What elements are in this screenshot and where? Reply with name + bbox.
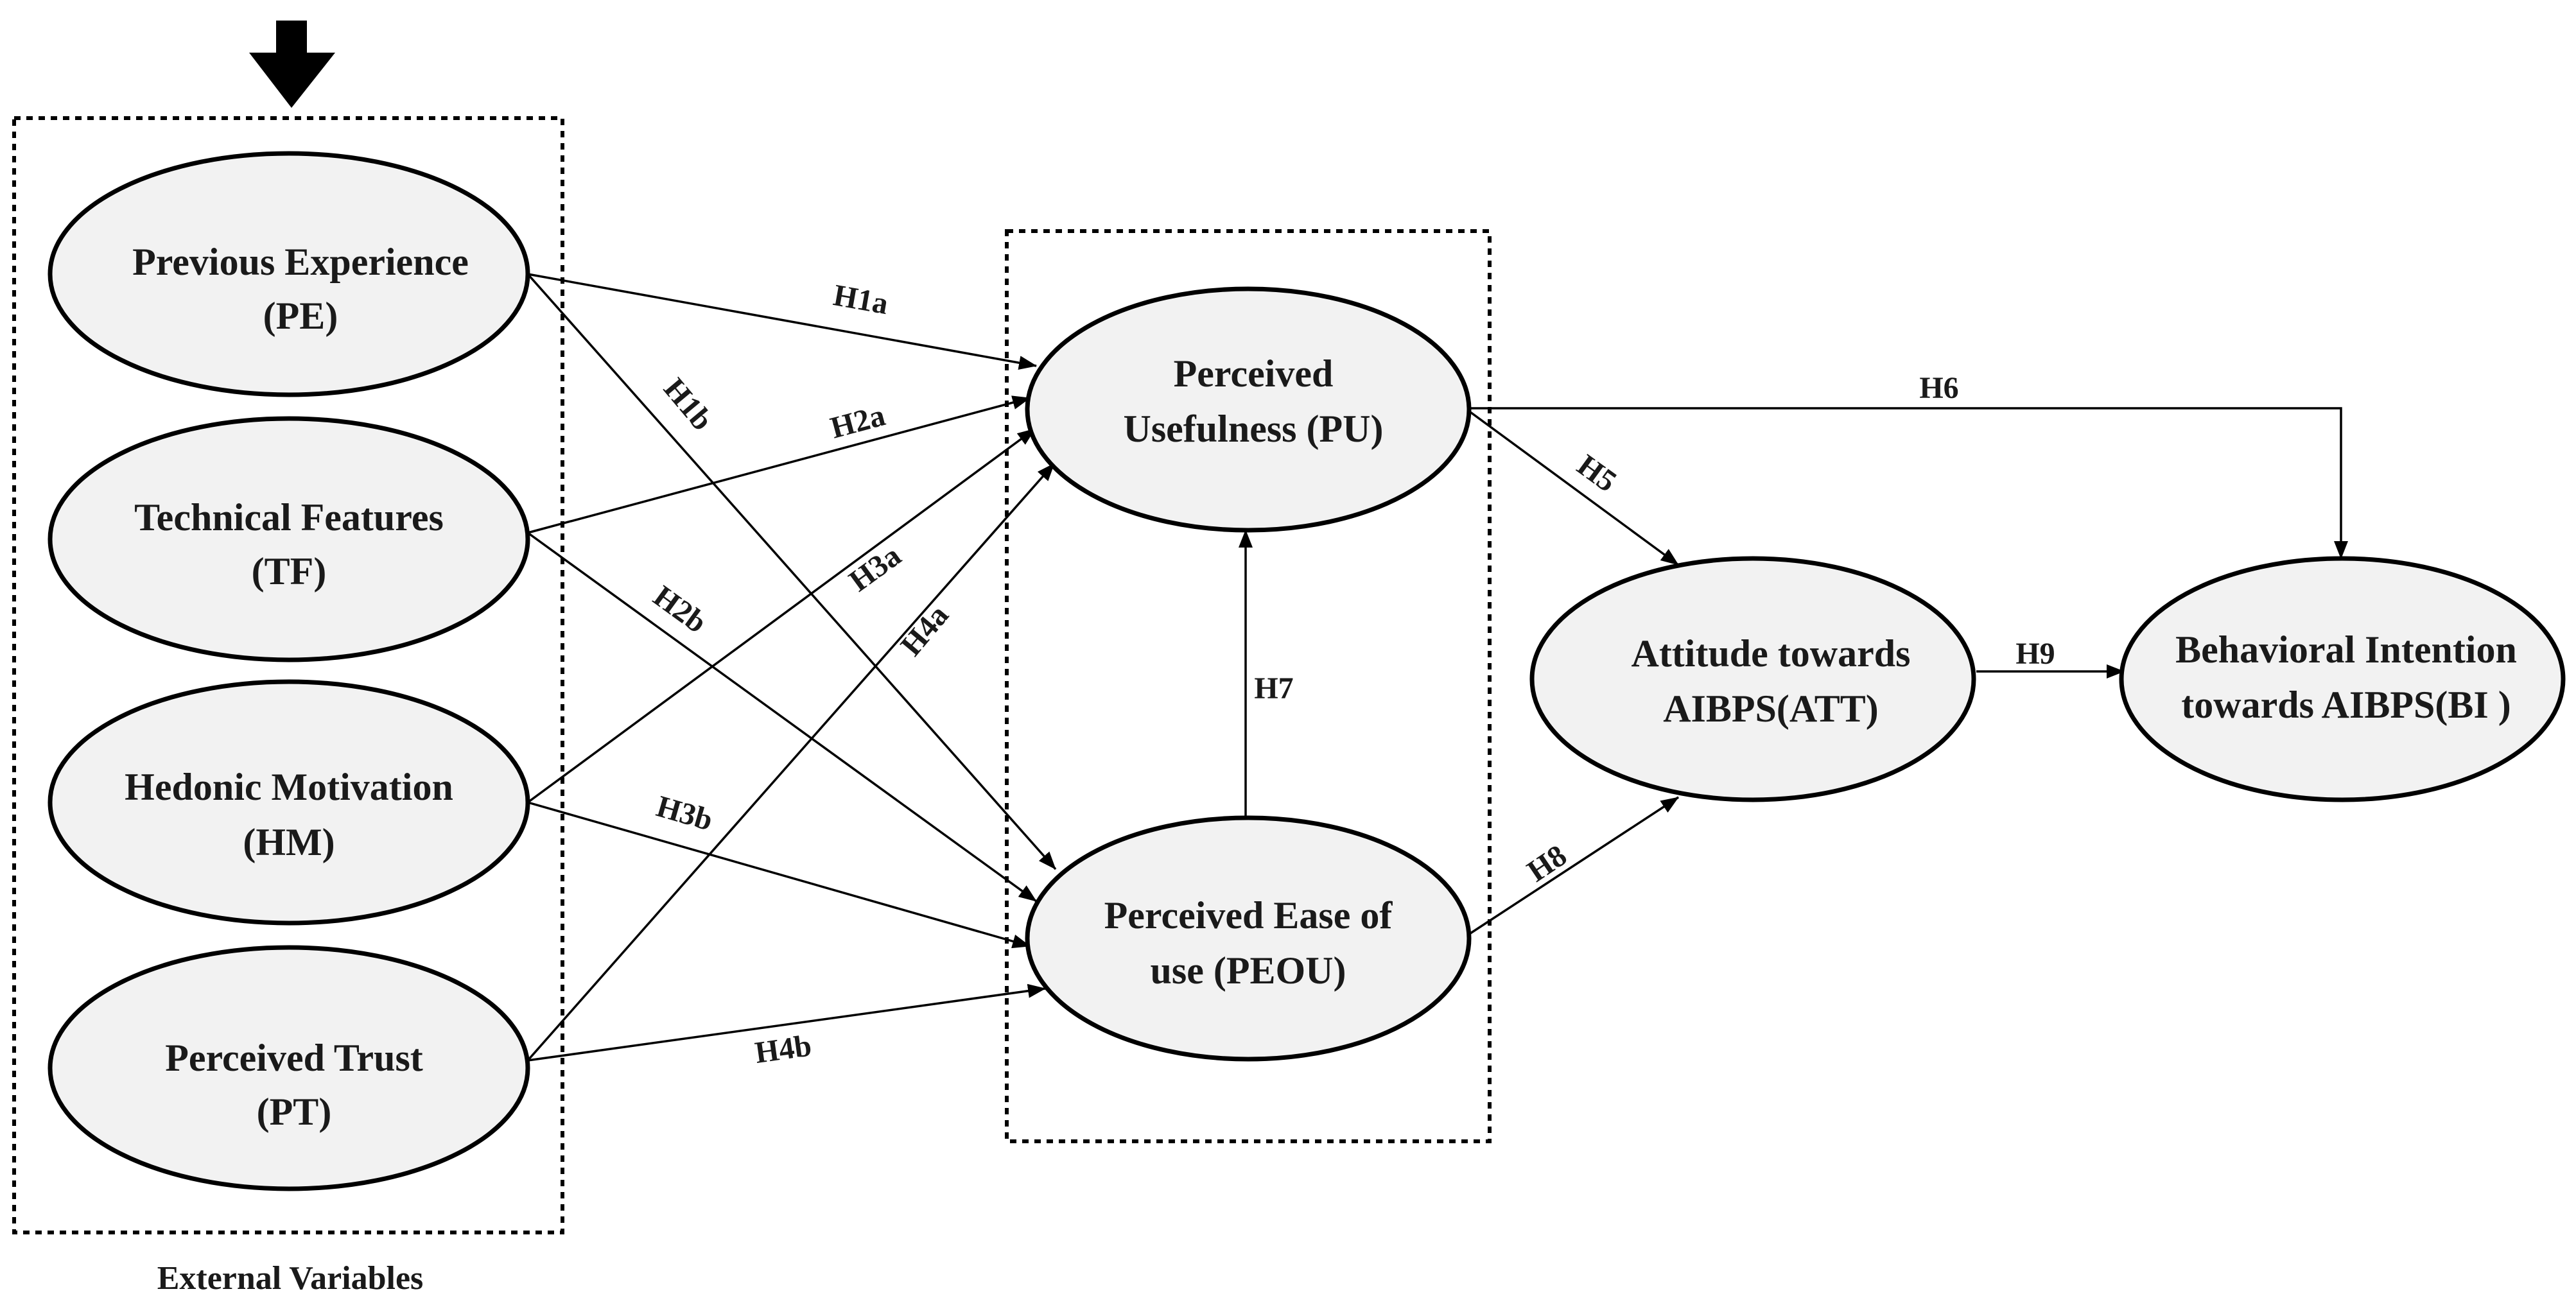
node-att: Attitude towards AIBPS(ATT) <box>1529 556 1976 802</box>
edge-label-h7: H7 <box>1254 671 1293 705</box>
node-pt-ellipse <box>48 945 530 1191</box>
node-pe-label-line2: (PE) <box>263 295 338 337</box>
node-hm-label-line1: Hedonic Motivation <box>125 766 453 808</box>
node-pe-label-line1: Previous Experience <box>132 241 469 283</box>
edges-layer <box>527 273 2348 1062</box>
edge-label-h3b: H3b <box>653 789 717 837</box>
edge-label-h4b: H4b <box>753 1028 814 1070</box>
edge-label-h1a: H1a <box>831 278 891 321</box>
node-peou-label-line2: use (PEOU) <box>1151 949 1346 992</box>
edge-h1b <box>527 273 1057 870</box>
node-peou: Perceived Ease of use (PEOU) <box>1025 815 1472 1062</box>
edge-label-h6: H6 <box>1919 371 1958 405</box>
edge-h8 <box>1470 796 1679 935</box>
external-variables-box <box>12 116 564 1234</box>
edge-h3b <box>527 801 1031 949</box>
edge-label-h8: H8 <box>1521 838 1572 888</box>
edge-label-h4a: H4a <box>894 598 955 662</box>
edge-h6 <box>1470 407 2348 559</box>
node-hm-label-line2: (HM) <box>243 821 335 863</box>
node-tf-label-line1: Technical Features <box>134 496 444 539</box>
node-pe: Previous Experience (PE) <box>48 151 530 397</box>
node-hm: Hedonic Motivation (HM) <box>48 679 530 926</box>
down-arrow-icon <box>249 21 335 108</box>
node-pu-label-line1: Perceived <box>1174 352 1334 395</box>
node-bi-label-line2: towards AIBPS(BI ) <box>2181 684 2511 726</box>
edge-h2b <box>527 532 1038 903</box>
node-tf-label-line2: (TF) <box>252 550 327 592</box>
node-att-label-line2: AIBPS(ATT) <box>1663 687 1879 730</box>
node-peou-label-line1: Perceived Ease of <box>1104 894 1393 937</box>
node-pt-label-line2: (PT) <box>257 1091 332 1133</box>
edge-h4a <box>527 462 1056 1062</box>
node-att-label-line1: Attitude towards <box>1632 632 1911 675</box>
edge-label-h2b: H2b <box>647 579 713 640</box>
node-att-ellipse <box>1529 556 1976 802</box>
edge-h5 <box>1469 411 1680 566</box>
edge-h1a <box>527 273 1037 370</box>
edge-h3a <box>527 428 1036 804</box>
external-variables-caption: External Variables <box>157 1260 424 1297</box>
node-pt: Perceived Trust (PT) <box>48 945 530 1191</box>
node-peou-ellipse <box>1025 815 1472 1062</box>
node-pu-label-line2: Usefulness (PU) <box>1124 408 1384 450</box>
node-tf-ellipse <box>48 416 530 662</box>
node-bi-label-line1: Behavioral Intention <box>2175 628 2517 671</box>
edge-label-h1b: H1b <box>657 372 719 437</box>
node-pu: Perceived Usefulness (PU) <box>1025 286 1472 533</box>
node-pu-ellipse <box>1025 286 1472 533</box>
node-hm-ellipse <box>48 679 530 926</box>
edge-h4b <box>527 983 1046 1062</box>
node-pe-ellipse <box>48 151 530 397</box>
edge-label-h3a: H3a <box>843 539 907 598</box>
edge-label-h9: H9 <box>2015 637 2055 671</box>
node-bi: Behavioral Intention towards AIBPS(BI ) <box>2119 556 2566 802</box>
node-pt-label-line1: Perceived Trust <box>165 1037 423 1079</box>
edge-h2a <box>527 395 1031 534</box>
tam-core-box <box>1005 229 1492 1143</box>
node-tf: Technical Features (TF) <box>48 416 530 662</box>
node-bi-ellipse <box>2119 556 2566 802</box>
